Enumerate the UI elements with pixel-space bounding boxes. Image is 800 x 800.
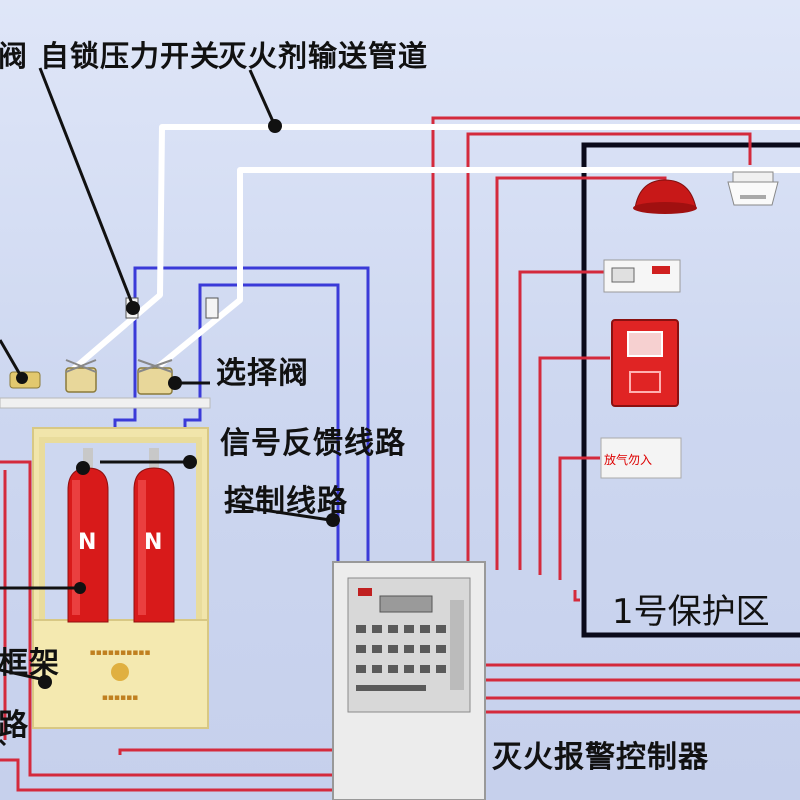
svg-text:▪▪▪▪▪▪: ▪▪▪▪▪▪ — [102, 693, 139, 703]
label-selector-valve: 选择阀 — [216, 356, 309, 391]
label-road-cut: 路 — [0, 708, 29, 743]
label-self-lock-pressure-switch: 自锁压力开关 — [40, 39, 221, 73]
control-wiring-blue — [113, 266, 370, 565]
label-protection-zone: 1号保护区 — [612, 592, 770, 632]
pressure-switch-2 — [205, 297, 219, 319]
label-signal-feedback-line: 信号反馈线路 — [220, 426, 406, 461]
leader-lines — [0, 67, 331, 747]
warning-sign-box — [600, 437, 682, 479]
label-control-line: 控制线路 — [224, 484, 348, 519]
label-cut-valve: 阀 — [0, 39, 29, 73]
selector-valve-1 — [65, 359, 97, 393]
alarm-controller-cabinet — [332, 561, 486, 800]
manifold-pipe — [0, 397, 211, 409]
label-agent-pipe: 灭火剂输送管道 — [218, 39, 429, 73]
smoke-detector — [727, 171, 779, 206]
svg-text:▪▪▪▪▪▪▪▪▪▪: ▪▪▪▪▪▪▪▪▪▪ — [90, 648, 151, 658]
manual-release-station — [611, 319, 679, 407]
status-panel — [603, 259, 681, 293]
cylinder-left-mark: N — [78, 530, 98, 555]
selector-valve-2 — [137, 359, 173, 395]
label-alarm-controller: 灭火报警控制器 — [492, 740, 709, 775]
alarm-bell — [633, 179, 697, 214]
cylinder-right-mark: N — [144, 530, 164, 555]
agent-pipe — [68, 124, 800, 378]
cylinder-right — [133, 448, 175, 623]
protection-zone-box — [581, 142, 800, 638]
cylinder-frame: ▪▪▪▪▪▪▪▪▪▪ ▪▪▪▪▪▪ — [32, 427, 209, 729]
label-frame: 框架 — [0, 646, 60, 681]
warning-sign-text: 放气勿入 — [604, 453, 653, 467]
alarm-wiring-red — [0, 116, 800, 792]
